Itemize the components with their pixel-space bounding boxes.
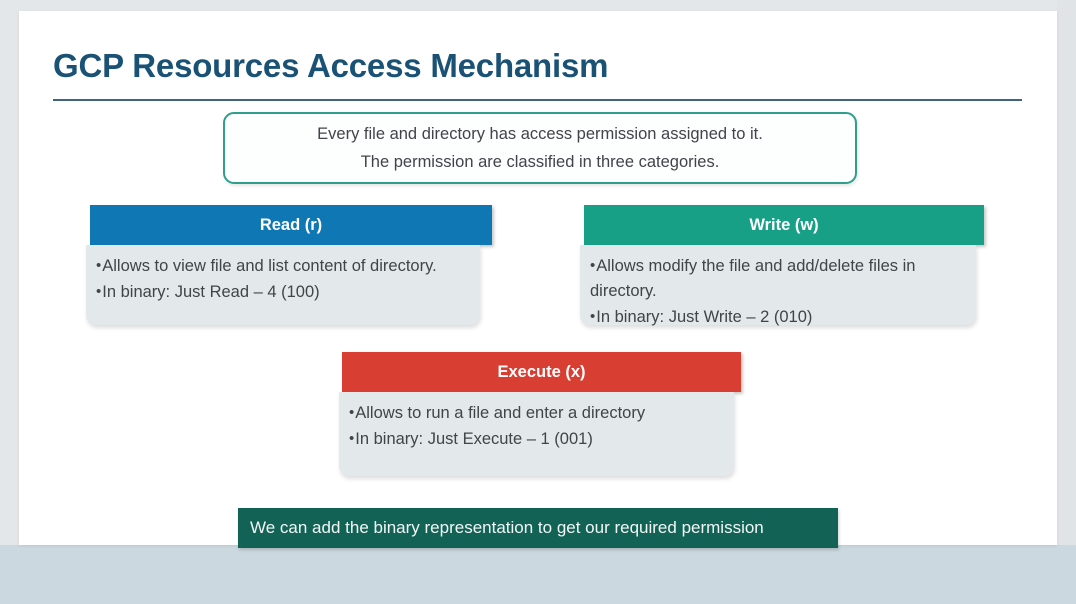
intro-line-2: The permission are classified in three c…: [360, 153, 720, 171]
page-backdrop-right: [1057, 0, 1076, 545]
slide-canvas: GCP Resources Access Mechanism Every fil…: [19, 11, 1057, 548]
card-body-execute: Allows to run a file and enter a directo…: [339, 392, 734, 476]
page-backdrop-top: [0, 0, 1076, 11]
footer-text: We can add the binary representation to …: [250, 518, 764, 537]
card-bullet: Allows to view file and list content of …: [96, 253, 470, 279]
card-header-execute: Execute (x): [342, 352, 741, 392]
card-header-write: Write (w): [584, 205, 984, 245]
permission-card-write: Write (w) Allows modify the file and add…: [580, 205, 984, 326]
card-bullet: In binary: Just Write – 2 (010): [590, 304, 966, 330]
page-title: GCP Resources Access Mechanism: [53, 47, 609, 84]
card-header-read: Read (r): [90, 205, 492, 245]
intro-line-1: Every file and directory has access perm…: [317, 125, 763, 143]
card-bullet: In binary: Just Read – 4 (100): [96, 279, 470, 305]
permission-card-read: Read (r) Allows to view file and list co…: [86, 205, 492, 325]
card-bullet: Allows to run a file and enter a directo…: [349, 400, 724, 426]
footer-highlight-bar: We can add the binary representation to …: [238, 508, 838, 548]
title-divider: [53, 99, 1022, 101]
page-backdrop-left: [0, 0, 19, 545]
page-backdrop-bottom: [0, 545, 1076, 604]
card-bullet: In binary: Just Execute – 1 (001): [349, 426, 724, 452]
card-bullet: Allows modify the file and add/delete fi…: [590, 253, 966, 304]
intro-callout-box: Every file and directory has access perm…: [223, 112, 857, 184]
card-body-read: Allows to view file and list content of …: [86, 245, 480, 325]
card-body-write: Allows modify the file and add/delete fi…: [580, 245, 976, 326]
permission-card-execute: Execute (x) Allows to run a file and ent…: [339, 352, 741, 476]
